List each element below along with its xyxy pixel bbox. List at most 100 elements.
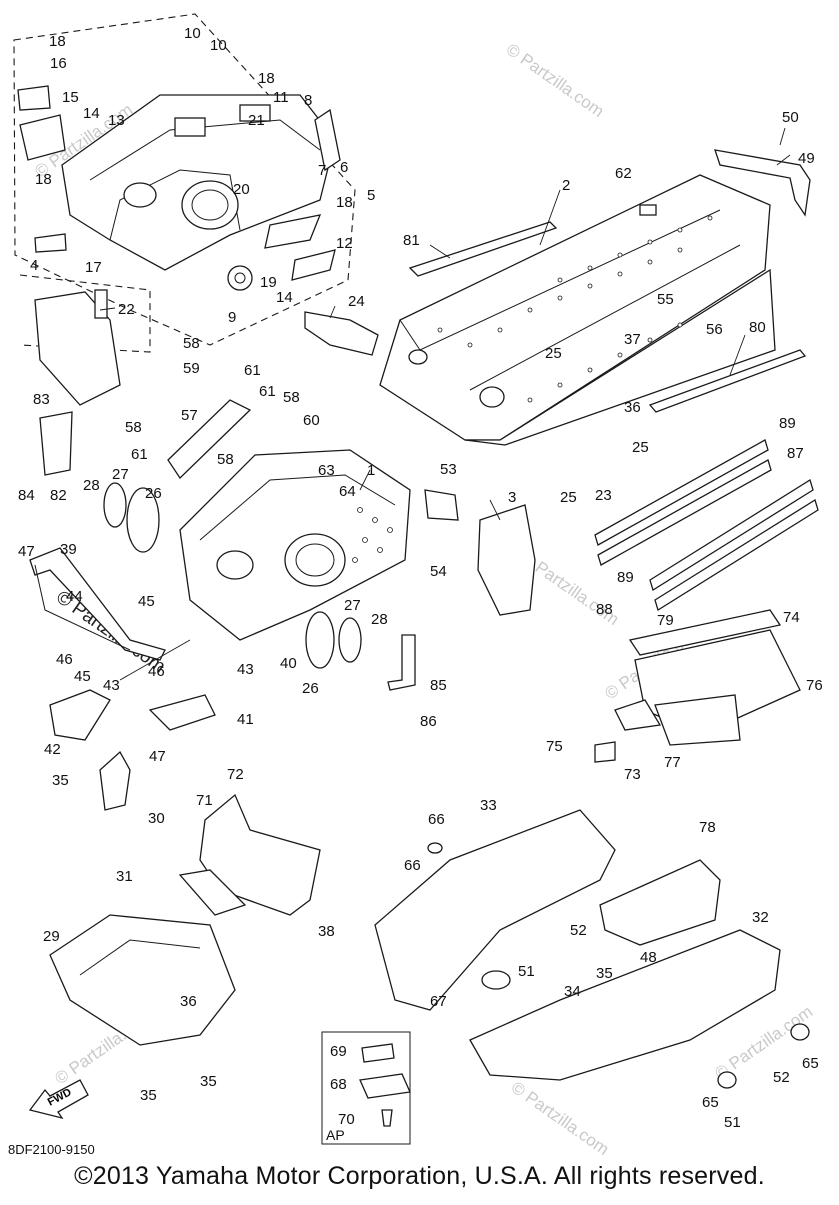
callout-19: 19 (260, 274, 277, 291)
callout-44: 44 (66, 588, 83, 605)
callout-79: 79 (657, 612, 674, 629)
callout-39: 39 (60, 541, 77, 558)
ap-label: AP (326, 1127, 345, 1143)
callout-labels: 1 2 3 4 5 6 7 8 9 10 10 11 12 13 14 14 1… (18, 25, 823, 1131)
callout-58: 58 (183, 335, 200, 352)
callout-20: 20 (233, 181, 250, 198)
callout-81: 81 (403, 232, 420, 249)
gasket-part (103, 482, 127, 528)
ap-inset-box (321, 1031, 411, 1145)
callout-55: 55 (657, 291, 674, 308)
callout-52: 52 (773, 1069, 790, 1086)
callout-65: 65 (702, 1094, 719, 1111)
callout-41: 41 (237, 711, 254, 728)
callout-53: 53 (440, 461, 457, 478)
callout-26: 26 (145, 485, 162, 502)
callout-75: 75 (546, 738, 563, 755)
upper-front-frame (17, 85, 341, 291)
callout-26: 26 (302, 680, 319, 697)
callout-34: 34 (564, 983, 581, 1000)
lower-tunnel-part (469, 929, 781, 1081)
grommet-part (427, 842, 443, 854)
callout-18: 18 (49, 33, 66, 50)
figure-code: 8DF2100-9150 (8, 1142, 95, 1157)
callout-70: 70 (338, 1111, 355, 1128)
bracket-part (34, 291, 121, 406)
callout-6: 6 (340, 159, 348, 176)
callout-13: 13 (108, 112, 125, 129)
skid-part (49, 914, 236, 1046)
callout-10: 10 (210, 37, 227, 54)
callout-22: 22 (118, 301, 135, 318)
callout-36: 36 (180, 993, 197, 1010)
callout-46: 46 (148, 663, 165, 680)
callout-77: 77 (664, 754, 681, 771)
callout-83: 83 (33, 391, 50, 408)
callout-3: 3 (508, 489, 516, 506)
callout-80: 80 (749, 319, 766, 336)
grommet-part (481, 970, 511, 990)
callout-52: 52 (570, 922, 587, 939)
callout-48: 48 (640, 949, 657, 966)
callout-45: 45 (138, 593, 155, 610)
grille-part (178, 869, 247, 916)
callout-68: 68 (330, 1076, 347, 1093)
clip-part (359, 1073, 411, 1099)
callout-10: 10 (184, 25, 201, 42)
callout-35: 35 (200, 1073, 217, 1090)
callout-62: 62 (615, 165, 632, 182)
callout-9: 9 (228, 309, 236, 326)
callout-47: 47 (149, 748, 166, 765)
callout-12: 12 (336, 235, 353, 252)
callout-47: 47 (18, 543, 35, 560)
callout-71: 71 (196, 792, 213, 809)
callout-72: 72 (227, 766, 244, 783)
callout-49: 49 (798, 150, 815, 167)
watermark: © Partzilla.com (508, 1078, 613, 1159)
callout-45: 45 (74, 668, 91, 685)
callout-35: 35 (596, 965, 613, 982)
clip-part (361, 1043, 395, 1063)
callout-88: 88 (596, 601, 613, 618)
callout-30: 30 (148, 810, 165, 827)
callout-46: 46 (56, 651, 73, 668)
lower-panel-part (599, 859, 721, 946)
callout-18: 18 (336, 194, 353, 211)
side-bracket-part (477, 504, 536, 616)
boot-part (126, 487, 160, 553)
callout-60: 60 (303, 412, 320, 429)
callout-15: 15 (62, 89, 79, 106)
bracket-part (99, 750, 131, 811)
lower-tunnel-part (374, 809, 616, 1011)
callout-8: 8 (304, 92, 312, 109)
callout-1: 1 (367, 462, 375, 479)
callout-28: 28 (371, 611, 388, 628)
callout-37: 37 (624, 331, 641, 348)
callout-89: 89 (617, 569, 634, 586)
callout-21: 21 (248, 112, 265, 129)
callout-67: 67 (430, 993, 447, 1010)
callout-84: 84 (18, 487, 35, 504)
stay-part (387, 634, 416, 691)
callout-57: 57 (181, 407, 198, 424)
callout-61: 61 (259, 383, 276, 400)
fwd-arrow: FWD (28, 1079, 89, 1120)
callout-66: 66 (428, 811, 445, 828)
callout-18: 18 (35, 171, 52, 188)
callout-25: 25 (545, 345, 562, 362)
callout-27: 27 (112, 466, 129, 483)
callout-29: 29 (43, 928, 60, 945)
plate-part (39, 411, 73, 476)
callout-63: 63 (318, 462, 335, 479)
callout-43: 43 (103, 677, 120, 694)
rivet-part (94, 289, 108, 319)
bracket-part (148, 694, 216, 731)
watermark: © Partzilla.com (503, 40, 608, 121)
callout-36: 36 (624, 399, 641, 416)
callout-14: 14 (83, 105, 100, 122)
grommet-part (790, 1023, 810, 1041)
callout-59: 59 (183, 360, 200, 377)
callout-31: 31 (116, 868, 133, 885)
callout-40: 40 (280, 655, 297, 672)
callout-24: 24 (348, 293, 365, 310)
